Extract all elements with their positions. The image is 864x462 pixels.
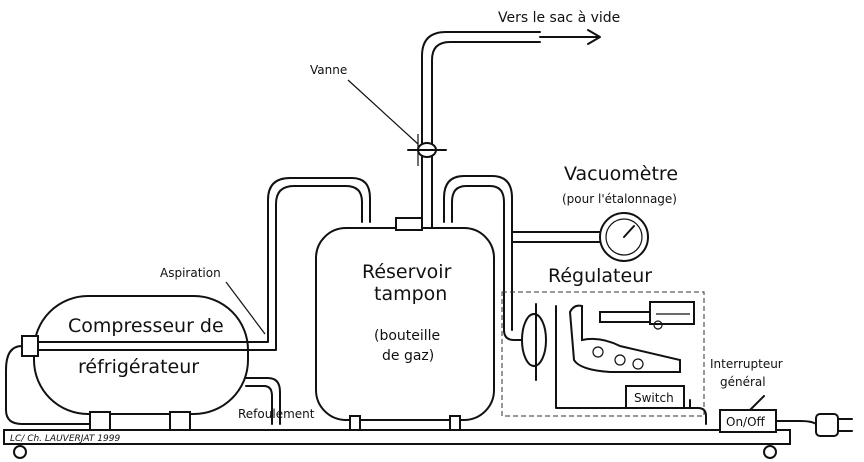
valve-pointer	[347, 79, 419, 145]
buffer-reservoir	[315, 217, 495, 431]
interrupter-label-line1: Interrupteur	[710, 357, 783, 371]
compressor-label-line1: Compresseur de	[68, 315, 224, 337]
switch-label: Switch	[634, 391, 674, 405]
onoff-lever	[749, 395, 765, 411]
power-plug-icon	[775, 413, 853, 437]
regulator-pipe	[443, 175, 601, 341]
switch-box	[625, 385, 685, 409]
vacuum-bag-label: Vers le sac à vide	[498, 10, 620, 26]
refoulement-tube	[245, 377, 281, 425]
base-board	[3, 429, 791, 459]
bottle-label-line1: (bouteille	[374, 328, 440, 344]
valve-label: Vanne	[310, 63, 347, 77]
vacuum-bag-pipe	[421, 29, 601, 229]
bottle-label-line2: de gaz)	[382, 348, 434, 364]
onoff-label: On/Off	[726, 415, 766, 429]
valve-icon	[407, 134, 447, 166]
aspiration-label: Aspiration	[160, 266, 221, 280]
compressor	[21, 295, 257, 431]
regulator-mechanism	[521, 301, 695, 409]
compressor-label-line2: réfrigérateur	[78, 356, 199, 378]
reservoir-label-line2: tampon	[374, 283, 447, 305]
regulator-box	[501, 291, 705, 417]
aspiration-pointer	[225, 281, 266, 335]
regulator-label: Régulateur	[548, 265, 652, 287]
reservoir-label-line1: Réservoir	[362, 261, 452, 283]
compressor-wire	[5, 345, 91, 425]
aspiration-tube	[247, 177, 371, 351]
switch-wire	[689, 407, 707, 425]
credit-label: LC/ Ch. LAUVERJAT 1999	[10, 434, 120, 444]
vacuometer-label: Vacuomètre	[564, 163, 678, 185]
vacuum-gauge-icon	[599, 212, 649, 262]
calibration-label: (pour l'étalonnage)	[562, 192, 677, 206]
refoulement-label: Refoulement	[238, 407, 315, 421]
interrupter-label-line2: général	[720, 375, 766, 389]
